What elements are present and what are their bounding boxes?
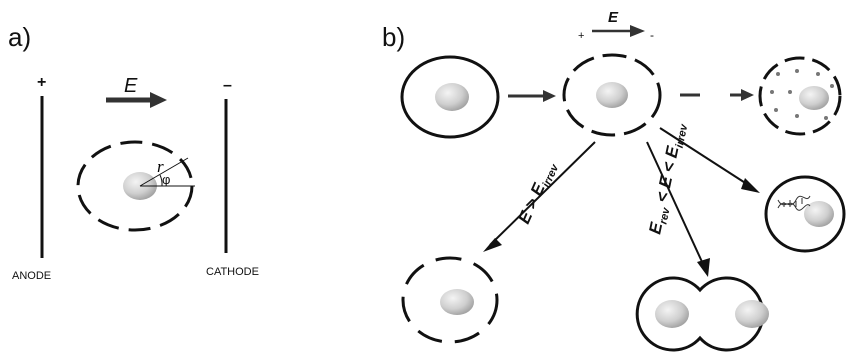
- fused-cell-nucleus-left: [655, 300, 689, 328]
- lysed-cell-nucleus: [440, 289, 474, 315]
- arrow-to-fused-cells: [697, 258, 710, 277]
- anode-sign: +: [37, 74, 46, 91]
- minus-sign-b: -: [650, 28, 654, 42]
- field-symbol-a: E: [124, 75, 138, 97]
- panel-b-label: b): [382, 22, 405, 52]
- condition-reversible: Erev < E < Eirrev: [645, 120, 690, 236]
- uptake-molecules: [770, 69, 834, 120]
- fused-cell-membrane: [635, 276, 765, 352]
- uptake-cell: [758, 56, 842, 136]
- uptake-cell-nucleus: [799, 86, 829, 110]
- field-arrow-b: [630, 25, 645, 37]
- arrow-to-uptake-cell: [741, 89, 754, 101]
- arrow-to-lysed-cell: [483, 238, 502, 252]
- radius-symbol: r: [157, 157, 164, 176]
- cathode-sign: –: [223, 77, 232, 94]
- panel-a-label: a): [8, 22, 31, 52]
- radius-line: [139, 157, 189, 187]
- intact-cell: [400, 55, 500, 139]
- arrow-to-dna-cell: [741, 178, 760, 193]
- field-symbol-b: E: [608, 9, 619, 26]
- dna-cell: [764, 175, 846, 253]
- arrow-to-porated: [543, 90, 556, 102]
- svg-text:E > Eirrev: E > Eirrev: [514, 158, 561, 228]
- cathode-label: CATHODE: [206, 266, 259, 278]
- anode-label: ANODE: [12, 270, 51, 282]
- angle-symbol: φ: [162, 172, 170, 187]
- panel-a: a) + ANODE – CATHODE E r φ: [8, 22, 259, 282]
- lysed-cell: [401, 256, 499, 344]
- panel-b: b) E + -: [382, 9, 846, 352]
- svg-text:Erev < E < Eirrev: Erev < E < Eirrev: [645, 120, 690, 236]
- dna-helix-icon: [777, 195, 811, 211]
- dna-cell-nucleus: [804, 201, 834, 227]
- fused-cell-nucleus-right: [735, 300, 769, 328]
- porated-cell-nucleus: [596, 82, 628, 108]
- condition-irreversible: E > Eirrev: [514, 158, 561, 228]
- porated-cell: [562, 53, 662, 137]
- intact-cell-nucleus: [435, 83, 469, 111]
- plus-sign-b: +: [578, 30, 584, 42]
